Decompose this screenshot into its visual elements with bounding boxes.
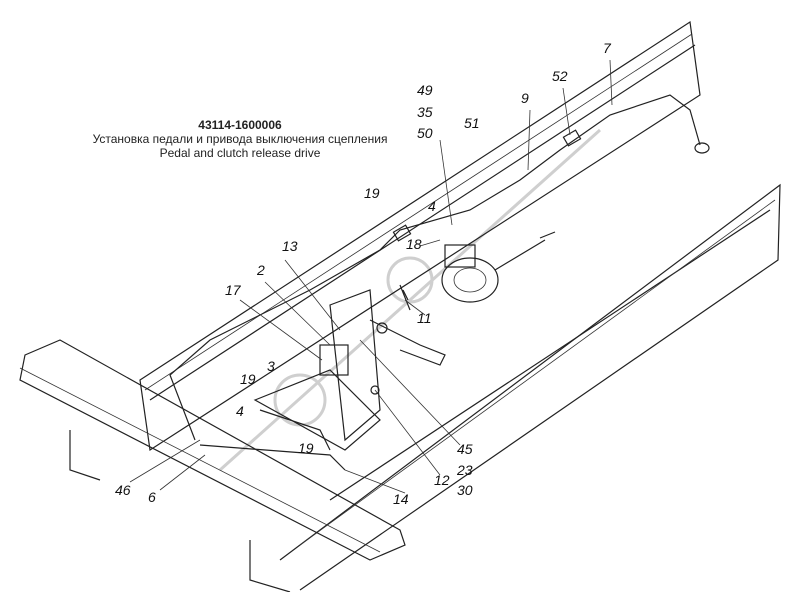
callout-14: 14	[393, 491, 409, 507]
callout-9: 9	[521, 90, 529, 106]
callout-7: 7	[603, 40, 611, 56]
callout-17: 17	[225, 282, 241, 298]
clutch-booster	[441, 231, 556, 303]
callout-4-top: 4	[428, 198, 436, 214]
callout-51: 51	[464, 115, 480, 131]
callout-11: 11	[417, 310, 432, 326]
title-ru: Установка педали и привода выключения сц…	[92, 132, 388, 146]
callout-19-bottom: 19	[298, 440, 314, 456]
title-en: Pedal and clutch release drive	[159, 146, 321, 160]
callout-12: 12	[434, 472, 450, 488]
callout-4-bottom: 4	[236, 403, 244, 419]
watermark	[218, 128, 602, 472]
callout-49: 49	[417, 82, 433, 98]
part-number: 43114-1600006	[198, 118, 282, 132]
pedal-bracket	[253, 284, 446, 451]
callout-50: 50	[417, 125, 433, 141]
callout-2: 2	[257, 262, 265, 278]
callout-52: 52	[552, 68, 568, 84]
callout-3: 3	[267, 358, 275, 374]
callout-46: 46	[115, 482, 131, 498]
frame-rail-lower	[279, 183, 781, 591]
callout-18: 18	[406, 236, 422, 252]
callout-30: 30	[457, 482, 473, 498]
leader-lines	[129, 59, 613, 494]
cross-member	[19, 339, 406, 592]
callout-45: 45	[457, 441, 473, 457]
callout-6: 6	[148, 489, 156, 505]
callout-19-left: 19	[240, 371, 256, 387]
callout-19-top: 19	[364, 185, 380, 201]
callout-35: 35	[417, 104, 433, 120]
callout-23: 23	[457, 462, 473, 478]
frame-rail-upper	[139, 20, 701, 452]
callout-13: 13	[282, 238, 298, 254]
